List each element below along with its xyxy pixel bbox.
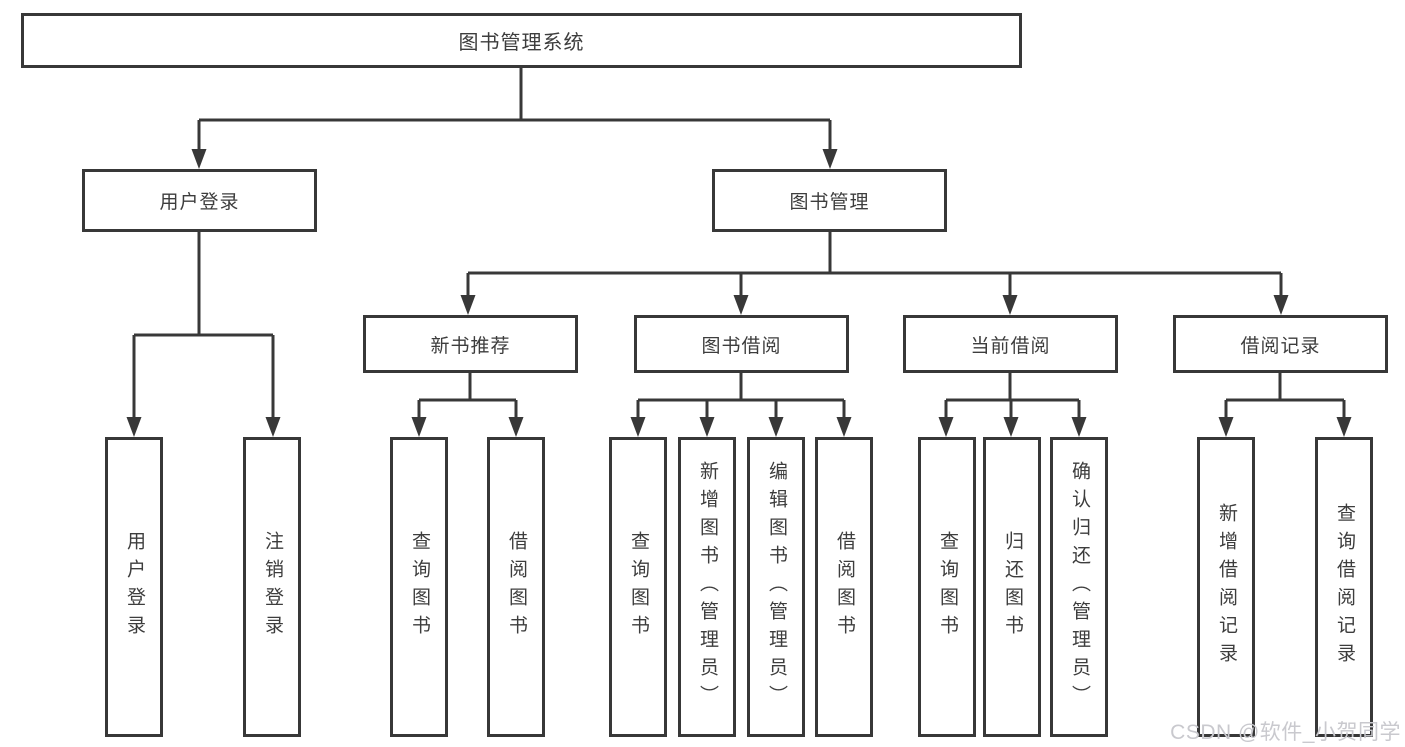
arrowhead [1002, 295, 1018, 315]
leaf-query-books-borrow: 查询图书 [609, 437, 667, 737]
node-book-borrow: 图书借阅 [634, 315, 849, 373]
arrowhead [1336, 417, 1352, 437]
leaf-return-book-label: 归还图书 [1001, 531, 1023, 643]
leaf-edit-book-admin: 编辑图书（管理员） [747, 437, 805, 737]
leaf-confirm-return-admin: 确认归还（管理员） [1050, 437, 1108, 737]
arrowhead [938, 417, 954, 437]
arrowhead [768, 417, 784, 437]
csdn-watermark: CSDN @软件_小贺同学 [1170, 721, 1401, 744]
leaf-query-borrow-record: 查询借阅记录 [1315, 437, 1373, 737]
node-root: 图书管理系统 [21, 13, 1022, 68]
leaf-query-books-current: 查询图书 [918, 437, 976, 737]
leaf-return-book: 归还图书 [983, 437, 1041, 737]
arrowhead [1003, 417, 1019, 437]
arrowhead [411, 417, 427, 437]
arrowheads [126, 149, 1352, 437]
leaf-query-books-current-label: 查询图书 [936, 531, 958, 643]
arrowhead [630, 417, 646, 437]
connector-path [132, 68, 1346, 418]
leaf-borrow-books: 借阅图书 [815, 437, 873, 737]
arrowhead [265, 417, 281, 437]
node-borrow-records: 借阅记录 [1173, 315, 1388, 373]
leaf-user-login-label: 用户登录 [123, 531, 145, 643]
arrowhead [1071, 417, 1087, 437]
arrowhead [191, 149, 207, 169]
leaf-query-books-borrow-label: 查询图书 [627, 531, 649, 643]
node-book-management: 图书管理 [712, 169, 947, 232]
leaf-logout-label: 注销登录 [261, 531, 283, 643]
leaf-edit-book-admin-label: 编辑图书（管理员） [765, 461, 787, 713]
leaf-add-borrow-record-label: 新增借阅记录 [1215, 503, 1237, 671]
leaf-borrow-books-recommend: 借阅图书 [487, 437, 545, 737]
arrowhead [460, 295, 476, 315]
node-user-login: 用户登录 [82, 169, 317, 232]
node-new-book-recommend: 新书推荐 [363, 315, 578, 373]
leaf-user-login: 用户登录 [105, 437, 163, 737]
leaf-add-book-admin: 新增图书（管理员） [678, 437, 736, 737]
arrowhead [733, 295, 749, 315]
leaf-confirm-return-admin-label: 确认归还（管理员） [1068, 461, 1090, 713]
leaf-logout: 注销登录 [243, 437, 301, 737]
arrowhead [822, 149, 838, 169]
leaf-borrow-books-label: 借阅图书 [833, 531, 855, 643]
leaf-add-book-admin-label: 新增图书（管理员） [696, 461, 718, 713]
arrowhead [699, 417, 715, 437]
leaf-query-books-recommend-label: 查询图书 [408, 531, 430, 643]
leaf-query-books-recommend: 查询图书 [390, 437, 448, 737]
node-current-borrow: 当前借阅 [903, 315, 1118, 373]
arrowhead [1273, 295, 1289, 315]
arrowhead [126, 417, 142, 437]
arrowhead [836, 417, 852, 437]
leaf-add-borrow-record: 新增借阅记录 [1197, 437, 1255, 737]
arrowhead [508, 417, 524, 437]
arrowhead [1218, 417, 1234, 437]
leaf-query-borrow-record-label: 查询借阅记录 [1333, 503, 1355, 671]
leaf-borrow-books-recommend-label: 借阅图书 [505, 531, 527, 643]
